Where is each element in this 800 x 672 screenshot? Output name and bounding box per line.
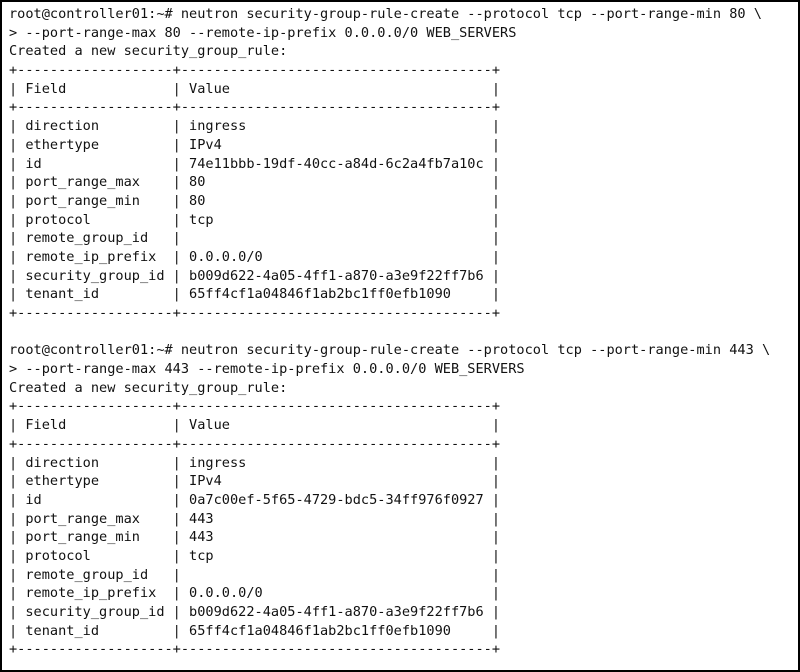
table-row: | remote_group_id | | xyxy=(9,230,501,247)
table-row: | direction | ingress | xyxy=(9,454,501,471)
table-row: | port_range_min | 443 | xyxy=(9,529,501,546)
table-row: | id | 74e11bbb-19df-40cc-a84d-6c2a4fb7a… xyxy=(9,155,501,172)
table-border: +-------------------+-------------------… xyxy=(9,99,501,116)
table-row: | security_group_id | b009d622-4a05-4ff1… xyxy=(9,604,501,620)
table-row: | tenant_id | 65ff4cf1a04846f1ab2bc1ff0e… xyxy=(9,622,501,639)
table-row: | port_range_max | 443 | xyxy=(9,510,501,527)
table-border: +-------------------+-------------------… xyxy=(9,398,501,415)
table-border: +-------------------+-------------------… xyxy=(9,435,501,452)
table-row: | id | 0a7c00ef-5f65-4729-bdc5-34ff976f0… xyxy=(9,491,501,508)
table-border: +-------------------+-------------------… xyxy=(9,641,501,658)
terminal-line-continuation-2: > --port-range-max 443 --remote-ip-prefi… xyxy=(9,361,525,378)
table-row: | port_range_max | 80 | xyxy=(9,174,501,191)
table-row: | remote_ip_prefix | 0.0.0.0/0 | xyxy=(9,585,501,602)
table-header: | Field | Value | xyxy=(9,80,501,97)
table-row: | direction | ingress | xyxy=(9,118,501,135)
terminal-line-continuation-1: > --port-range-max 80 --remote-ip-prefix… xyxy=(9,24,517,41)
terminal-line-blank xyxy=(9,323,798,342)
table-row: | tenant_id | 65ff4cf1a04846f1ab2bc1ff0e… xyxy=(9,286,501,303)
table-row: | ethertype | IPv4 | xyxy=(9,473,501,490)
table-row: | remote_ip_prefix | 0.0.0.0/0 | xyxy=(9,248,501,265)
terminal-line-output-1: Created a new security_group_rule: xyxy=(9,43,288,60)
table-row: | port_range_min | 80 | xyxy=(9,192,501,209)
terminal-line-output-2: Created a new security_group_rule: xyxy=(9,379,288,396)
table-row: | protocol | tcp | xyxy=(9,547,501,564)
terminal-line-command-1: root@controller01:~# neutron security-gr… xyxy=(9,6,762,22)
table-row: | ethertype | IPv4 | xyxy=(9,136,501,153)
table-row: | remote_group_id | | xyxy=(9,566,501,583)
table-border: +-------------------+-------------------… xyxy=(9,62,501,79)
table-header: | Field | Value | xyxy=(9,417,501,434)
terminal-line-command-2: root@controller01:~# neutron security-gr… xyxy=(9,342,771,359)
table-row: | protocol | tcp | xyxy=(9,211,501,228)
table-border: +-------------------+-------------------… xyxy=(9,305,501,321)
table-row: | security_group_id | b009d622-4a05-4ff1… xyxy=(9,267,501,284)
